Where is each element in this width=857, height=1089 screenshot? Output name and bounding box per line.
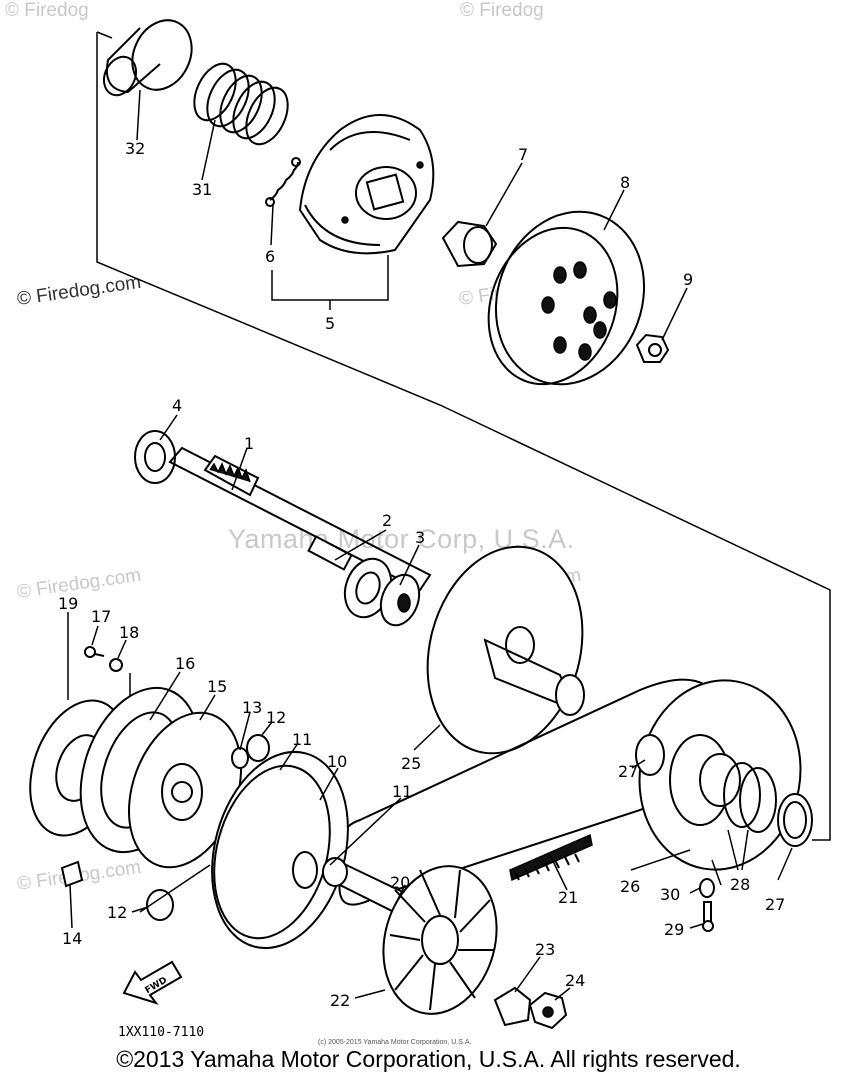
callout-labels: 32 31 6 5 7 8 9 4 1 2 3 19 17 18 16 15 1… — [58, 139, 785, 1010]
callout-20: 20 — [390, 873, 410, 892]
part-12-weight-roller-lower — [146, 889, 174, 921]
part-27-seal-right — [777, 793, 813, 847]
callout-14: 14 — [62, 929, 82, 948]
callout-11-upper: 11 — [292, 730, 312, 749]
callout-27-left: 27 — [618, 762, 638, 781]
part-18-washer — [109, 658, 123, 672]
part-14-slider — [60, 860, 84, 888]
callout-7: 7 — [518, 145, 528, 164]
callout-17: 17 — [91, 607, 111, 626]
part-6-clutch-spring — [265, 157, 301, 207]
callout-12-lower: 12 — [107, 903, 127, 922]
callout-12: 12 — [266, 708, 286, 727]
fwd-arrow-icon: FWD — [122, 960, 183, 1005]
callout-28: 28 — [730, 875, 750, 894]
callout-15: 15 — [207, 677, 227, 696]
callout-2: 2 — [382, 511, 392, 530]
copyright-footer: ©2013 Yamaha Motor Corporation, U.S.A. A… — [116, 1046, 741, 1072]
callout-19: 19 — [58, 594, 78, 613]
part-32-sleeve — [102, 19, 193, 97]
part-13-spacer — [231, 747, 249, 769]
callout-27-right: 27 — [765, 895, 785, 914]
callout-18: 18 — [119, 623, 139, 642]
callout-13: 13 — [242, 698, 262, 717]
part-27-oil-seal — [635, 734, 665, 776]
part-29-bolt — [702, 901, 714, 932]
callout-1: 1 — [244, 434, 254, 453]
part-15-slider-plate — [127, 711, 243, 869]
callout-32: 32 — [125, 139, 145, 158]
leader-lines — [67, 89, 793, 1001]
part-22-primary-fixed-sheave — [382, 865, 498, 1015]
callout-16: 16 — [175, 654, 195, 673]
part-26-secondary-sliding-sheave — [638, 679, 802, 871]
part-8-clutch-housing — [487, 210, 646, 386]
part-5-clutch-shoe-assembly — [298, 114, 435, 255]
callout-30: 30 — [660, 885, 680, 904]
callout-26: 26 — [620, 877, 640, 896]
part-28-o-rings — [723, 762, 777, 833]
callout-23: 23 — [535, 940, 555, 959]
callout-24: 24 — [565, 971, 585, 990]
watermark-firedog-1: © Firedog.com — [16, 272, 143, 310]
callout-4: 4 — [172, 396, 182, 415]
part-4-bearing — [134, 430, 176, 484]
callout-8: 8 — [620, 173, 630, 192]
callout-31: 31 — [192, 180, 212, 199]
small-copyright: (c) 2005-2015 Yamaha Motor Corporation, … — [318, 1039, 471, 1046]
watermark-firedog-top-left: © Firedog — [5, 0, 89, 21]
callout-10: 10 — [327, 752, 347, 771]
watermark-firedog-3: © Firedog.com — [16, 565, 143, 603]
part-17-screw — [84, 646, 105, 658]
callout-11-lower: 11 — [392, 782, 412, 801]
callout-6: 6 — [265, 247, 275, 266]
part-1-primary-shaft — [168, 446, 432, 592]
callout-3: 3 — [415, 528, 425, 547]
part-3-oil-seal — [379, 573, 421, 627]
part-31-spring — [193, 62, 289, 146]
part-25-secondary-fixed-sheave — [426, 545, 585, 755]
part-7-nut — [441, 220, 498, 268]
callout-22: 22 — [330, 991, 350, 1010]
part-10-primary-sliding-sheave — [211, 750, 349, 950]
callout-5: 5 — [325, 314, 335, 333]
watermark-firedog-top-right: © Firedog — [460, 0, 544, 21]
part-12-weight-roller — [246, 734, 270, 762]
callout-21: 21 — [558, 888, 578, 907]
callout-9: 9 — [683, 270, 693, 289]
part-9-nut — [635, 333, 670, 363]
part-24-nut — [528, 991, 568, 1030]
callout-29: 29 — [664, 920, 684, 939]
diagram-code: 1XX110-7110 — [118, 1025, 204, 1040]
part-30-collar — [699, 878, 715, 898]
part-23-washer — [493, 986, 532, 1027]
callout-25: 25 — [401, 754, 421, 773]
